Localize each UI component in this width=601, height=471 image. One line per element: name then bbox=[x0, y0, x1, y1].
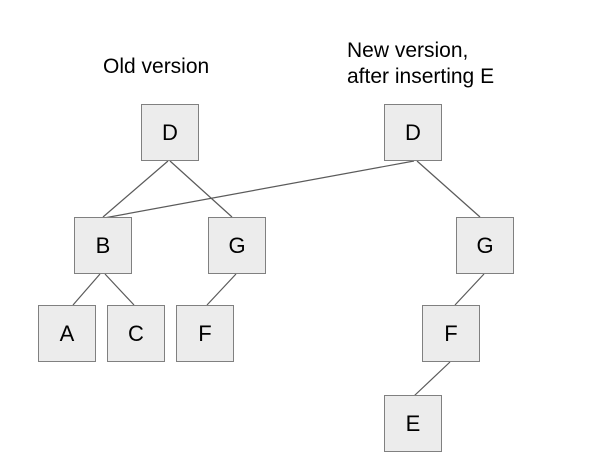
diagram-title-new-version-line1: New version, bbox=[347, 39, 469, 62]
tree-edge-new-g-to-f bbox=[454, 273, 485, 306]
diagram-title-old-version: Old version bbox=[103, 55, 210, 78]
tree-node-old-f[interactable]: F bbox=[176, 305, 234, 362]
tree-edge-new-f-to-e bbox=[413, 361, 451, 397]
tree-node-old-d[interactable]: D bbox=[141, 104, 199, 161]
tree-edge-old-d-to-g bbox=[169, 160, 233, 218]
tree-node-label: F bbox=[198, 320, 212, 346]
tree-node-label: D bbox=[405, 119, 421, 145]
tree-edge-old-b-to-c bbox=[104, 273, 135, 306]
tree-edge-new-d-to-old-b bbox=[103, 160, 415, 219]
tree-node-old-a[interactable]: A bbox=[38, 305, 96, 362]
tree-node-label: C bbox=[128, 320, 144, 346]
tree-node-new-f[interactable]: F bbox=[422, 305, 480, 362]
tree-node-old-b[interactable]: B bbox=[74, 217, 132, 274]
tree-node-new-d[interactable]: D bbox=[384, 104, 442, 161]
tree-node-label: G bbox=[476, 232, 494, 258]
tree-node-label: B bbox=[95, 232, 111, 258]
tree-node-label: E bbox=[405, 410, 421, 436]
tree-node-old-g[interactable]: G bbox=[208, 217, 266, 274]
tree-node-label: D bbox=[162, 119, 178, 145]
tree-node-label: F bbox=[444, 320, 458, 346]
tree-edge-new-d-to-g bbox=[416, 160, 481, 218]
tree-node-new-g[interactable]: G bbox=[456, 217, 514, 274]
tree-node-label: G bbox=[228, 232, 246, 258]
tree-edge-old-d-to-b bbox=[102, 160, 169, 218]
tree-node-old-c[interactable]: C bbox=[107, 305, 165, 362]
tree-node-label: A bbox=[59, 320, 75, 346]
diagram-title-new-version-line2: after inserting E bbox=[347, 65, 495, 88]
tree-edge-old-b-to-a bbox=[72, 273, 101, 306]
tree-node-new-e[interactable]: E bbox=[384, 395, 442, 452]
tree-edge-old-g-to-f bbox=[206, 273, 237, 306]
